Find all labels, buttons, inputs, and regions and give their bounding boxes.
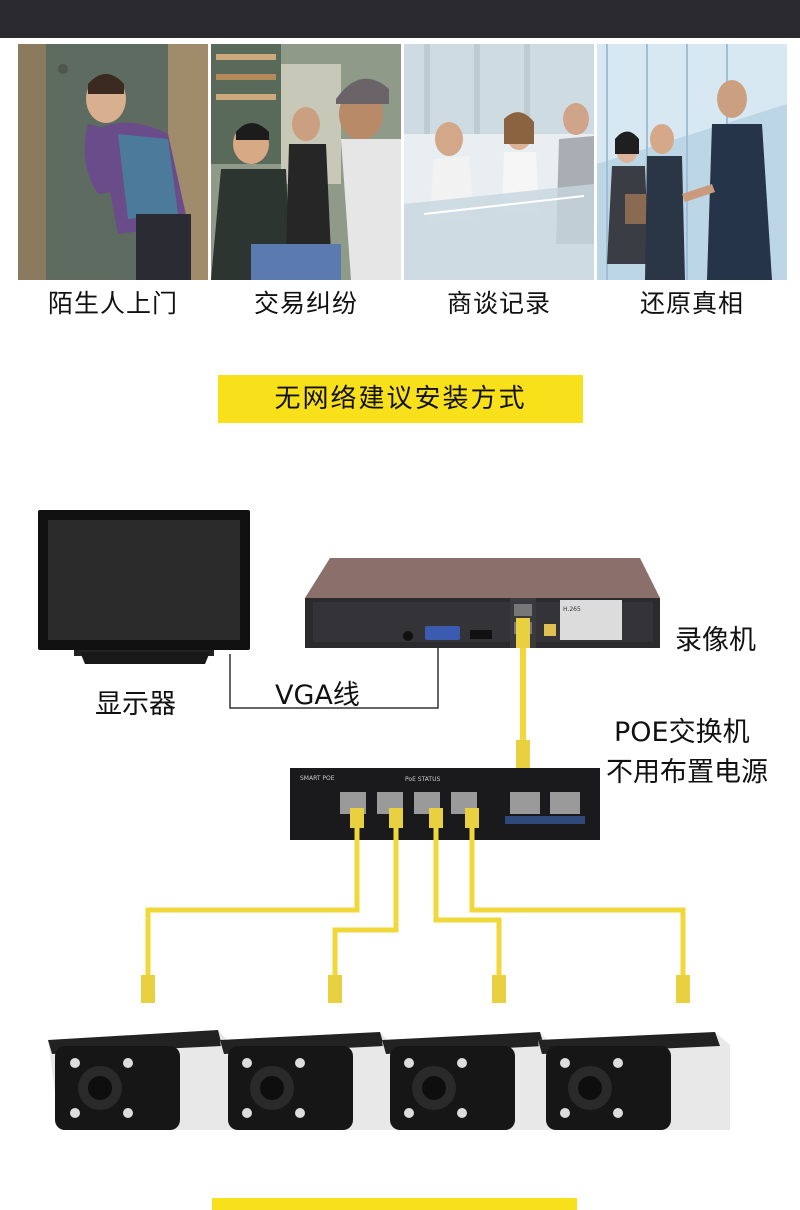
trade-dispute-photo (211, 44, 401, 280)
vga-cable-label: VGA线 (275, 680, 360, 711)
next-section-banner (212, 1198, 577, 1210)
business-meeting-photo (404, 44, 594, 280)
scenario-caption-3: 商谈记录 (446, 289, 551, 318)
network-diagram: H.265 SMART POE PoE STATUS (38, 510, 730, 1130)
camera-icon-4 (538, 1032, 730, 1130)
switch-brand: SMART POE (300, 775, 335, 782)
poe-switch-label: POE交换机 (614, 717, 750, 748)
camera-icon-3 (382, 1032, 552, 1130)
uplink-cable (516, 618, 530, 768)
scenario-caption-1: 陌生人上门 (47, 289, 178, 318)
vga-cable (229, 646, 439, 709)
poe-switch-icon: SMART POE PoE STATUS (290, 768, 600, 840)
nvr-recorder-icon: H.265 (305, 558, 660, 648)
stranger-at-door-photo (18, 44, 208, 280)
monitor-label: 显示器 (95, 689, 176, 720)
switch-status: PoE STATUS (405, 776, 440, 783)
handshake-photo (597, 44, 787, 280)
cable-plugs (141, 808, 690, 1003)
nvr-label: 录像机 (675, 625, 756, 656)
poe-switch-sublabel: 不用布置电源 (606, 757, 768, 788)
scenario-caption-4: 还原真相 (639, 289, 744, 318)
camera-icon-2 (220, 1032, 392, 1130)
top-bar (0, 0, 800, 38)
nvr-info-label: H.265 (563, 606, 581, 613)
camera-icon-1 (48, 1030, 232, 1130)
scenario-caption-2: 交易纠纷 (253, 289, 358, 318)
install-method-banner: 无网络建议安装方式 (218, 375, 583, 423)
monitor-icon (38, 510, 250, 664)
camera-cables (145, 820, 686, 980)
